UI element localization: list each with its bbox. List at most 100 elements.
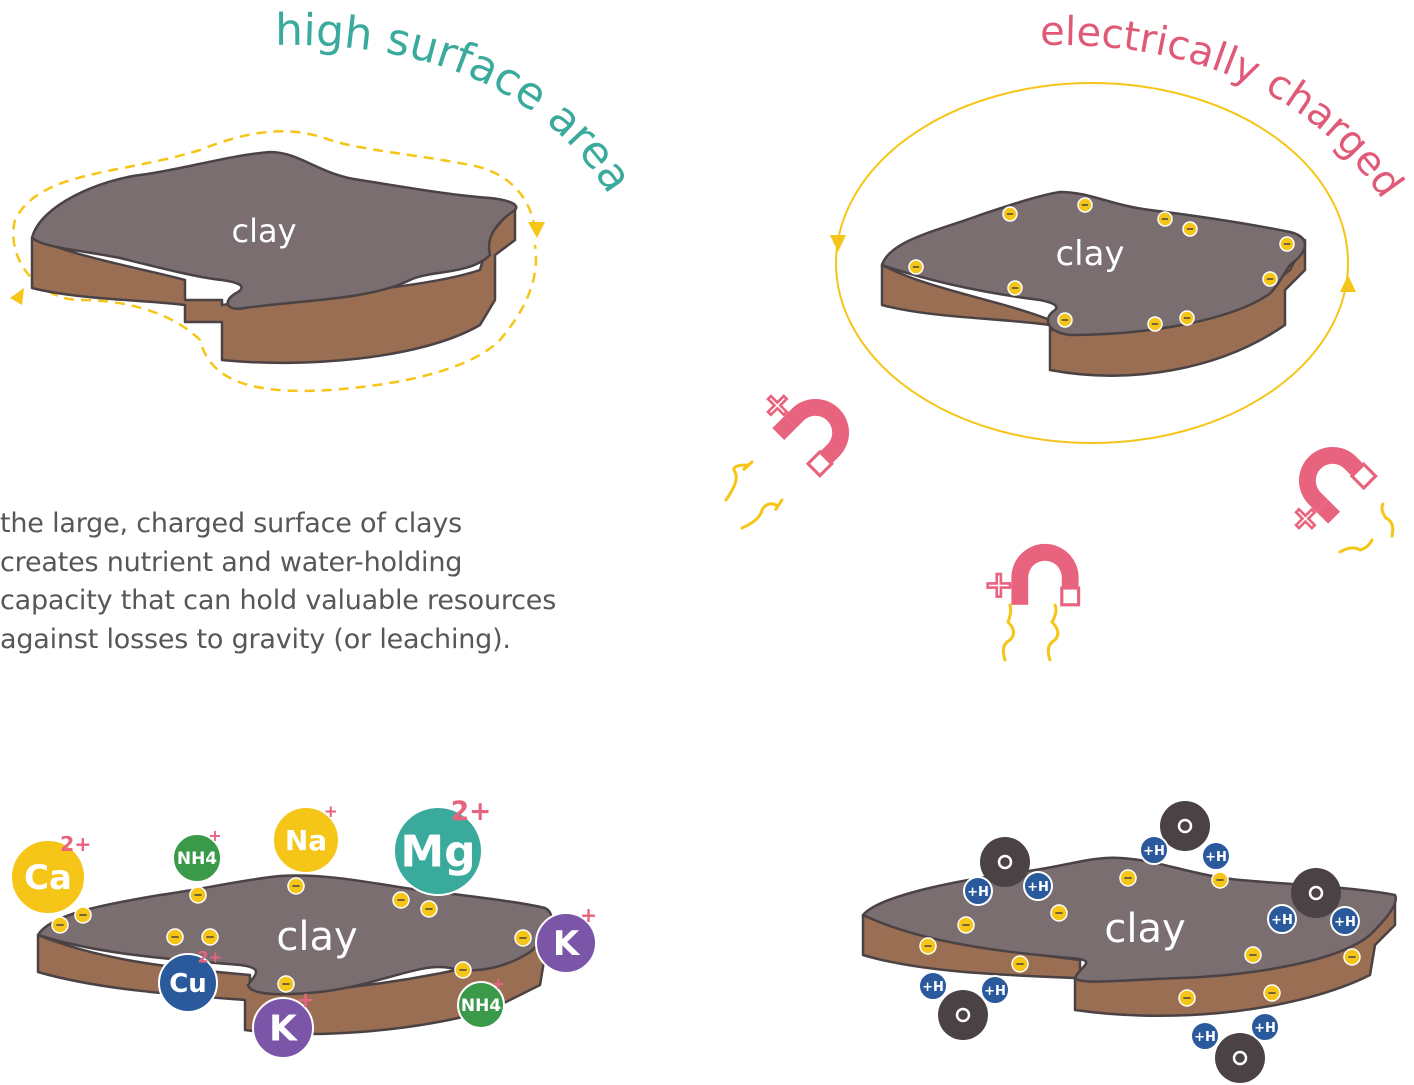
oxygen-atom: [1291, 868, 1341, 918]
hydrogen-atom: [1201, 841, 1231, 871]
arrow-head-icon: [1340, 275, 1356, 292]
charge-field-ellipse: [835, 82, 1349, 444]
hydrogen-atom: [918, 971, 948, 1001]
negative-charge-icon: [1244, 946, 1262, 964]
water-molecules: +H+H+H+H+H+H+H+H+H+H: [918, 801, 1360, 1083]
cation-symbol: NH4: [177, 849, 217, 869]
squiggle-icon: [1001, 603, 1015, 662]
arrow-head-icon: [830, 235, 846, 252]
squiggle-icon: [724, 460, 754, 502]
negative-charge-icon: [1279, 236, 1295, 252]
negative-charge-icon: [189, 886, 207, 904]
cation-symbol: Mg: [400, 826, 475, 877]
surface-perimeter-dashed: [12, 130, 538, 393]
negative-charge-icon: [1147, 316, 1163, 332]
cation-ca: Ca2+: [10, 832, 91, 915]
hydrogen-atom: [980, 975, 1010, 1005]
hydrogen-atom: [1139, 835, 1169, 865]
cation-symbol: Ca: [24, 858, 72, 898]
clay-side: [30, 203, 517, 365]
electrically-charged-title: electrically charged: [1040, 9, 1412, 206]
magnet-icon: +: [1279, 447, 1378, 545]
hydrogen-atom: [963, 876, 993, 906]
hydrogen-atom: [1330, 906, 1360, 936]
squiggle-icon: [1380, 502, 1395, 538]
clay-label: clay: [1055, 234, 1124, 274]
oxygen-atom: [938, 990, 988, 1040]
squiggle-icon: [740, 498, 784, 530]
hydrogen-label: +H: [967, 885, 989, 900]
negative-charge-icon: [1007, 280, 1023, 296]
negative-charge-icon: [514, 929, 532, 947]
magnet-icon: +: [983, 543, 1081, 607]
cation-symbol: Cu: [169, 969, 207, 999]
negative-charges: [919, 869, 1361, 1007]
hydrogen-atom: [1190, 1021, 1220, 1051]
cation-charge: +: [492, 974, 505, 993]
cation-symbol: K: [269, 1009, 298, 1050]
negative-charge-icon: [1157, 211, 1173, 227]
negative-charge-icon: [1263, 984, 1281, 1002]
clay-piece: clay: [880, 190, 1307, 377]
water-molecule: +H+H: [963, 837, 1053, 906]
negative-charge-icon: [1179, 310, 1195, 326]
cation-charge: +: [296, 988, 314, 1013]
negative-charge-icon: [1262, 271, 1278, 287]
negative-charge-icon: [201, 928, 219, 946]
clay-label: clay: [231, 212, 296, 250]
arrow-head-icon: [528, 222, 545, 238]
clay-label: clay: [276, 914, 357, 960]
cation-symbol: K: [553, 924, 581, 964]
negative-charges: [51, 877, 532, 993]
hydrogen-label: +H: [1194, 1030, 1216, 1045]
hydrogen-label: +H: [922, 980, 944, 995]
negative-charge-icon: [919, 937, 937, 955]
negative-charge-icon: [1077, 197, 1093, 213]
hydrogen-label: +H: [984, 984, 1006, 999]
cation-symbol: NH4: [461, 996, 501, 1016]
squiggle-icon: [1046, 603, 1060, 662]
panel-electrically-charged: electrically charged clay +++: [724, 9, 1412, 662]
negative-charge-icon: [1119, 869, 1137, 887]
panel-high-surface-area: high surface area clay: [10, 5, 642, 393]
clay-top: [30, 150, 518, 311]
water-molecule: +H+H: [1139, 801, 1231, 871]
clay-side: [880, 238, 1307, 377]
water-molecule: +H +H: [1267, 868, 1360, 936]
cation-symbol: Na: [285, 824, 327, 857]
hydrogen-label: +H: [1334, 915, 1356, 930]
clay-piece: clay: [30, 150, 518, 365]
cations: Ca2+NH4+Na+Mg2+K+Cu2+K+NH4+: [10, 796, 597, 1059]
negative-charge-icon: [908, 259, 924, 275]
oxygen-atom: [980, 837, 1030, 887]
negative-charge-icon: [1002, 206, 1018, 222]
negative-charge-icon: [1050, 904, 1068, 922]
cation-mg: Mg2+: [393, 796, 491, 896]
negative-charge-icon: [1178, 989, 1196, 1007]
clay-piece: clay: [861, 856, 1398, 1018]
oxygen-atom: [1215, 1033, 1265, 1083]
negative-charge-icon: [1211, 871, 1229, 889]
description-line: against losses to gravity (or leaching).: [0, 623, 511, 655]
negative-charge-icon: [454, 961, 472, 979]
cation-charge: +: [208, 826, 221, 845]
arrow-head-icon: [10, 288, 24, 305]
negative-charge-icon: [166, 928, 184, 946]
cation-cu: Cu 2+: [158, 948, 222, 1013]
cation-nh4: NH4 +: [457, 974, 505, 1029]
water-molecule: +H +H: [918, 971, 1010, 1040]
water-molecule: +H +H: [1190, 1012, 1280, 1083]
panel-water-molecules: clay +H+H+H+H+H+H+H+H+H+H: [861, 801, 1398, 1083]
hydrogen-atom: [1023, 871, 1053, 901]
cation-k: K+: [535, 903, 597, 974]
cation-charge: 2+: [197, 948, 222, 967]
hydrogen-label: +H: [1271, 913, 1293, 928]
negative-charge-icon: [957, 916, 975, 934]
cation-charge: 2+: [60, 832, 91, 856]
description-line: the large, charged surface of clays: [0, 508, 462, 539]
panel-nutrient-cations: clay Ca2+NH4+Na+Mg2+K+Cu2+K+NH4+: [10, 796, 597, 1059]
negative-charge-icon: [1182, 221, 1198, 237]
hydrogen-label: +H: [1254, 1021, 1276, 1036]
squiggle-icon: [1338, 538, 1374, 554]
